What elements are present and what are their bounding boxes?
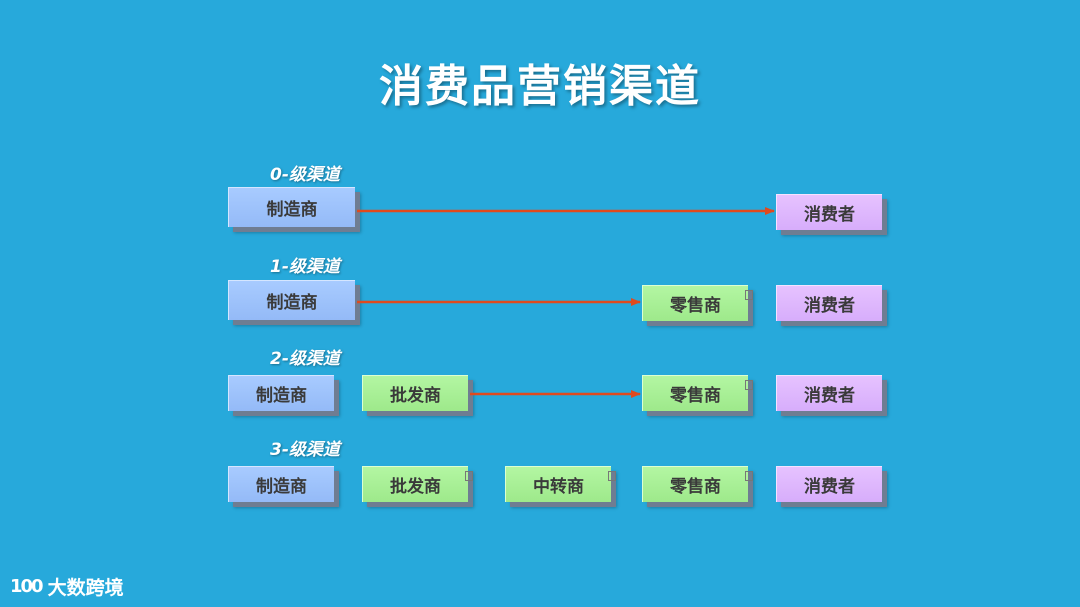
level-3-wholesaler: 批发商: [362, 466, 468, 502]
level-3-consumer: 消费者: [776, 466, 882, 502]
logo-text: 大数跨境: [47, 577, 124, 599]
level-2-manufacturer: 制造商: [228, 375, 334, 411]
level-0-label: 0-级渠道: [270, 165, 340, 185]
level-1-retailer-mark: [745, 290, 753, 300]
level-0-manufacturer: 制造商: [228, 187, 355, 227]
level-1-retailer: 零售商: [642, 285, 748, 321]
level-3-manufacturer: 制造商: [228, 466, 334, 502]
level-3-retailer: 零售商: [642, 466, 748, 502]
level-3-retailer-mark: [745, 471, 753, 481]
level-2-label: 2-级渠道: [270, 349, 340, 369]
brand-logo: 100 大数跨境: [10, 573, 124, 600]
page-title: 消费品营销渠道: [379, 61, 701, 112]
level-3-transfer-dealer-mark: [608, 471, 616, 481]
level-2-retailer: 零售商: [642, 375, 748, 411]
level-1-consumer: 消费者: [776, 285, 882, 321]
level-2-consumer: 消费者: [776, 375, 882, 411]
level-0-consumer: 消费者: [776, 194, 882, 230]
level-3-label: 3-级渠道: [270, 440, 340, 460]
logo-mark-icon: 100: [10, 576, 44, 597]
level-2-wholesaler: 批发商: [362, 375, 468, 411]
level-1-label: 1-级渠道: [270, 257, 340, 277]
level-1-manufacturer: 制造商: [228, 280, 355, 320]
level-3-wholesaler-mark: [465, 471, 473, 481]
level-3-transfer-dealer: 中转商: [505, 466, 611, 502]
level-2-retailer-mark: [745, 380, 753, 390]
